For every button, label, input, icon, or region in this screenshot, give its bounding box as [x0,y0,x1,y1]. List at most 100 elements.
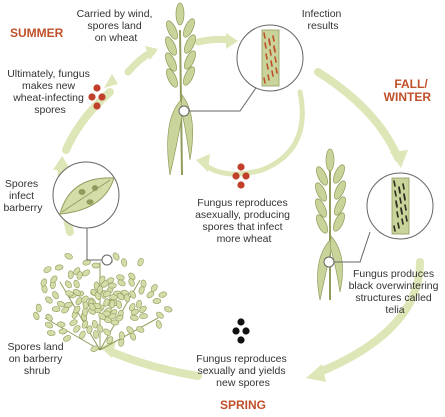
shrub-leaf [129,290,136,299]
arrowhead-asexual [196,154,210,172]
shrub-leaf [146,291,155,299]
shrub-leaf [139,313,148,320]
shrub-leaf [152,298,162,304]
arrowhead-to-infection [226,33,238,49]
shrub-leaf [45,296,53,304]
season-spring: SPRING [220,398,266,412]
lesion-mark [267,74,270,81]
shrub-leaf [82,259,91,266]
shrub-leaf [73,279,80,289]
shrub-leaf [90,345,99,352]
shrub-leaf [109,299,116,309]
shrub-leaf [156,311,164,319]
label-wind-spores: Carried by wind, spores land on wheat [77,8,156,44]
cycle-arrowheads [53,33,408,382]
shrub-leaf [91,319,98,329]
shrub-leaf [69,319,78,326]
shrub-leaf [91,262,101,269]
lesion-mark [396,211,399,218]
shrub-leaf [64,253,73,260]
shrub-leaf [72,289,81,296]
shrub-leaf [155,320,162,329]
lesion-mark [393,180,396,187]
arrowhead-barberry [53,156,71,170]
label-asexual: Fungus reproduces asexually, producing s… [195,197,293,245]
wheat-fall-icon [315,148,346,301]
shrub-leaf [94,291,102,300]
lesion-mark [273,45,276,52]
arrow-spring-to-shrub [108,348,202,380]
lesion-mark [274,56,277,63]
lesion-mark [403,193,406,200]
arrow-fall-descent [314,68,402,162]
lesion-mark [263,77,266,84]
shrub-leaf [45,313,53,322]
shrub-leaf [139,305,147,314]
lesion-mark [394,190,397,197]
shrub-leaf [126,326,134,334]
shrub-leaf [82,307,88,317]
shrub-leaf [97,285,103,294]
lesion-mark [393,225,396,232]
shrub-leaf [98,312,106,320]
lesion-mark [265,53,268,60]
shrub-leaf [64,301,73,308]
shrub-leaf [116,292,125,301]
shrub-leaf [115,300,122,309]
shrub-callout-line [86,228,102,261]
season-summer: SUMMER [10,26,64,40]
shrub-leaf [103,298,110,307]
shrub-leaf [56,300,66,308]
wheat-summer-callout-line [189,84,259,112]
shrub-leaf [136,299,142,309]
shrub-leaf [158,291,167,298]
label-spores-shrub: Spores land on barberry shrub [8,341,67,377]
shrub-leaf [81,295,89,303]
arrowhead-summer [104,74,118,88]
shrub-leaf [86,325,93,334]
barberry-leaf-closeup [52,161,120,229]
lesion-mark [398,186,401,193]
shrub-leaf [128,303,136,312]
lesion-mark [266,63,269,70]
shrub-leaf [137,257,144,267]
season-fall: FALL/ WINTER [384,77,432,104]
wheat-fall-callout-line [334,231,371,263]
shrub-leaf [65,290,74,297]
shrub-leaf [96,324,104,333]
shrub-leaf [75,297,83,306]
lesion-mark [395,200,398,207]
lesion-mark [402,183,405,190]
shrub-callout-dot [101,254,113,266]
shrub-leaf [118,331,125,340]
label-infection: Infection results [302,8,345,32]
arrowhead-spring [306,364,326,382]
shrub-leaf [46,330,56,337]
shrub-leaf [130,314,139,321]
shrub-leaf [50,275,58,284]
shrub-leaf [63,335,72,342]
shrub-leaf [121,258,128,267]
shrub-leaf [51,306,61,313]
shrub-leaf [138,286,145,295]
shrub-leaf [67,270,74,279]
lesion-mark [397,222,400,229]
spore-cluster-spring [232,318,250,344]
label-telia: Fungus produces black overwintering stru… [349,268,442,316]
shrub-leaf [54,264,64,271]
lesion-mark [264,42,267,49]
shrub-leaf [43,266,52,273]
lesion-mark [269,49,272,56]
shrub-leaf [101,280,109,288]
shrub-leaf [44,321,54,329]
shrub-leaf [109,294,118,301]
shrub-leaf [40,278,47,287]
shrub-leaf [81,320,89,329]
lesion-mark [270,60,273,67]
shrub-leaf [79,330,86,339]
shrub-leaf [103,290,111,298]
black-telia-lesions [393,180,408,232]
shrub-leaf [108,282,117,289]
shrub-leaf [112,252,120,261]
